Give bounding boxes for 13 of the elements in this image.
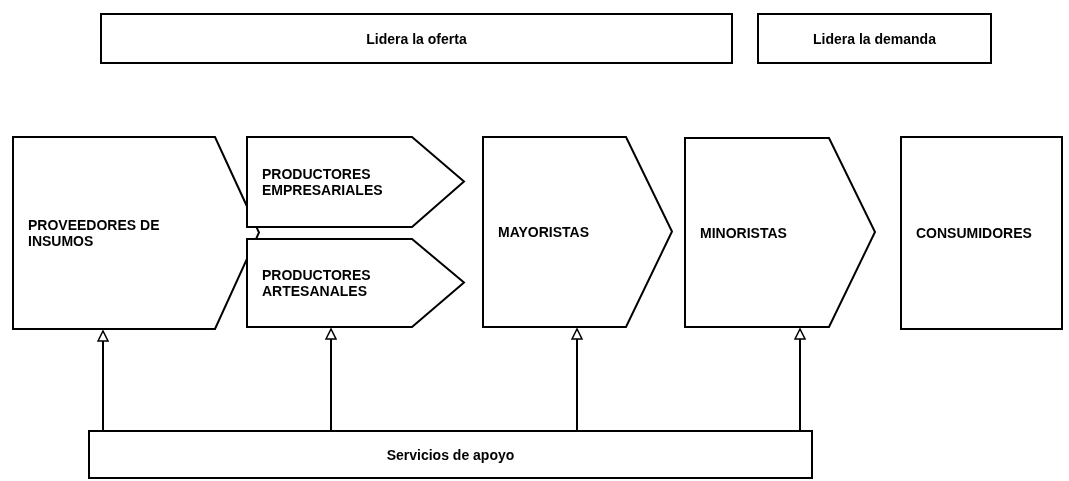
node-label: Lidera la demanda: [813, 30, 936, 47]
arrow: [97, 330, 109, 431]
node-label: MAYORISTAS: [498, 224, 589, 240]
arrow: [571, 328, 583, 431]
arrow: [794, 328, 806, 431]
node-label: Lidera la oferta: [366, 30, 467, 47]
node-label: Servicios de apoyo: [386, 446, 515, 463]
node-label: PRODUCTORES EMPRESARIALES: [262, 166, 384, 198]
node-label: PROVEEDORES DE INSUMOS: [28, 217, 161, 249]
node-label: MINORISTAS: [700, 224, 787, 241]
arrow: [325, 328, 337, 431]
node-label: PRODUCTORES ARTESANALES: [262, 267, 372, 299]
node-label: CONSUMIDORES: [916, 225, 1032, 241]
